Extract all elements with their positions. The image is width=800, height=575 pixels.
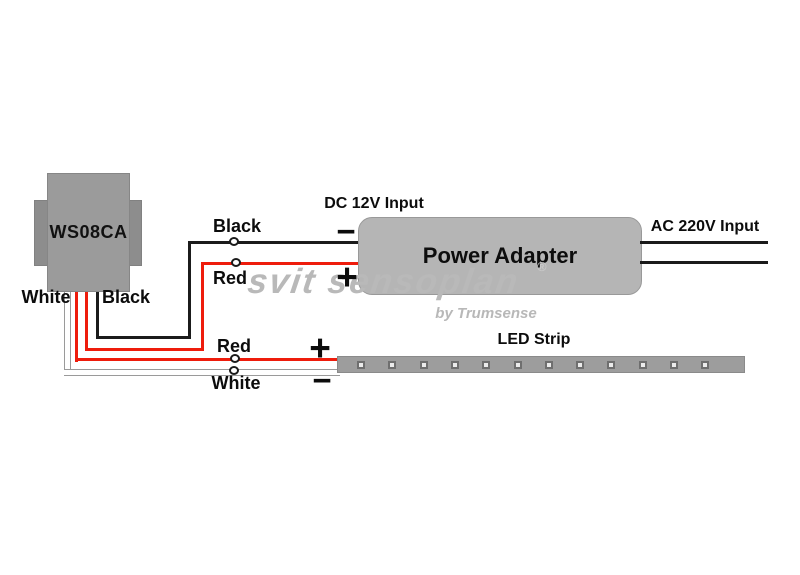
registered-mark-icon: ® [537, 259, 547, 274]
led-chip [419, 361, 428, 369]
red-wire-vertical-from-module [85, 290, 88, 351]
led-chip [482, 361, 491, 369]
led-red-wire-to-strip [75, 358, 340, 361]
module-right-tab [128, 200, 142, 266]
dc-minus-sign: − [336, 212, 356, 250]
led-chip [357, 361, 365, 369]
ac-line-bottom [640, 261, 768, 264]
led-strip [337, 356, 745, 373]
led-chip [544, 361, 553, 369]
led-chip [576, 361, 585, 369]
led-chip [670, 361, 678, 369]
watermark-byline: by Trumsense [435, 305, 537, 322]
dc-plus-sign: + [336, 256, 358, 298]
black-wire-vertical-from-module [96, 290, 99, 339]
led-red-connector [230, 354, 240, 363]
led-plus-sign: + [309, 327, 331, 369]
led-white-wire-vertical [64, 290, 71, 374]
red-wire-horizontal-low [85, 348, 204, 351]
power-adapter-label: Power Adapter [422, 243, 578, 268]
black-wire-horizontal-low [96, 336, 191, 339]
led-chip [638, 361, 647, 369]
led-chip [513, 361, 522, 369]
sensor-module: WS08CA [47, 173, 130, 292]
red-wire-connector [231, 258, 241, 267]
ac-line-top [640, 241, 768, 244]
black-wire-connector [229, 237, 239, 246]
led-chip [607, 361, 616, 369]
dc-input-label: DC 12V Input [324, 195, 424, 212]
led-white-wire-to-strip [64, 369, 340, 376]
black-wire-to-adapter [188, 241, 358, 244]
led-chip [388, 361, 397, 369]
led-red-wire-label: Red [216, 336, 252, 356]
led-minus-sign: − [312, 361, 332, 399]
led-red-wire-vertical [75, 290, 78, 362]
led-strip-label: LED Strip [497, 331, 571, 348]
led-chip [450, 361, 459, 369]
red-wire-vertical-riser [201, 262, 204, 351]
led-chip [701, 361, 710, 369]
dc-black-wire-label: Black [212, 216, 262, 236]
led-white-connector [229, 366, 239, 375]
power-adapter-box: Power Adapter [358, 217, 642, 295]
watermark-brand: svit sensoplan [245, 262, 522, 301]
ac-input-label: AC 220V Input [650, 218, 760, 235]
dc-red-wire-label: Red [212, 268, 248, 288]
module-left-tab [34, 200, 48, 266]
sensor-module-label: WS08CA [49, 222, 128, 242]
black-wire-vertical-riser [188, 242, 191, 339]
red-wire-to-adapter [201, 262, 358, 265]
module-white-wire-label: White [21, 287, 71, 307]
module-black-wire-label: Black [101, 287, 151, 307]
led-white-wire-label: White [211, 373, 261, 393]
